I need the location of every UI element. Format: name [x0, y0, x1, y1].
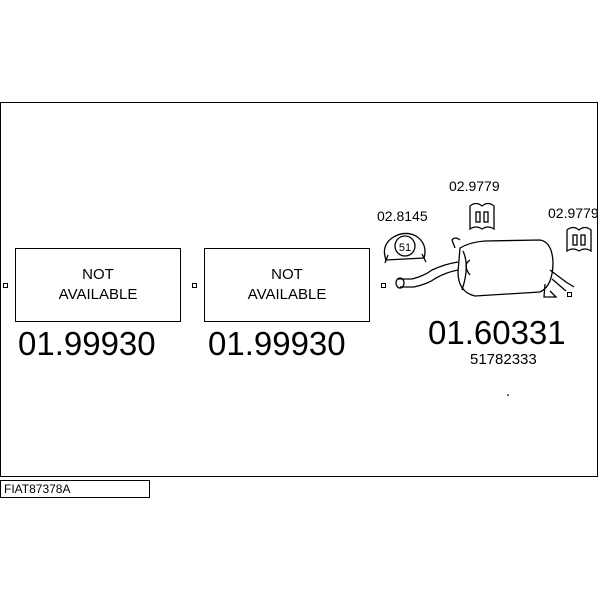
rubber-mount-icon — [469, 202, 495, 231]
oem-reference: 51782333 — [470, 351, 537, 368]
not-available-box-1: NOT AVAILABLE — [15, 248, 181, 322]
not-available-box-2: NOT AVAILABLE — [204, 248, 370, 322]
clamp-badge: 51 — [399, 242, 411, 254]
connector-mid-2 — [381, 283, 386, 288]
accessory-code-clamp: 02.8145 — [377, 208, 428, 224]
part-number-3: 01.60331 — [428, 314, 566, 351]
dot-mark — [507, 394, 509, 396]
accessory-code-mount-2: 02.9779 — [548, 205, 599, 221]
exhaust-clamp-icon: 51 — [383, 232, 427, 264]
diagram-frame — [0, 102, 598, 477]
not-available-line2: AVAILABLE — [58, 286, 138, 303]
diagram-code: FIAT87378A — [4, 482, 71, 496]
part-number-1: 01.99930 — [18, 325, 156, 362]
connector-left — [3, 283, 8, 288]
connector-right — [567, 292, 572, 297]
rear-silencer-icon — [395, 237, 575, 298]
rubber-mount-icon — [566, 226, 592, 253]
connector-mid-1 — [192, 283, 197, 288]
diagram-code-box: FIAT87378A — [0, 480, 150, 498]
part-number-2: 01.99930 — [208, 325, 346, 362]
not-available-line1: NOT — [82, 266, 114, 283]
accessory-code-mount-1: 02.9779 — [449, 178, 500, 194]
not-available-line1: NOT — [271, 266, 303, 283]
not-available-line2: AVAILABLE — [247, 286, 327, 303]
